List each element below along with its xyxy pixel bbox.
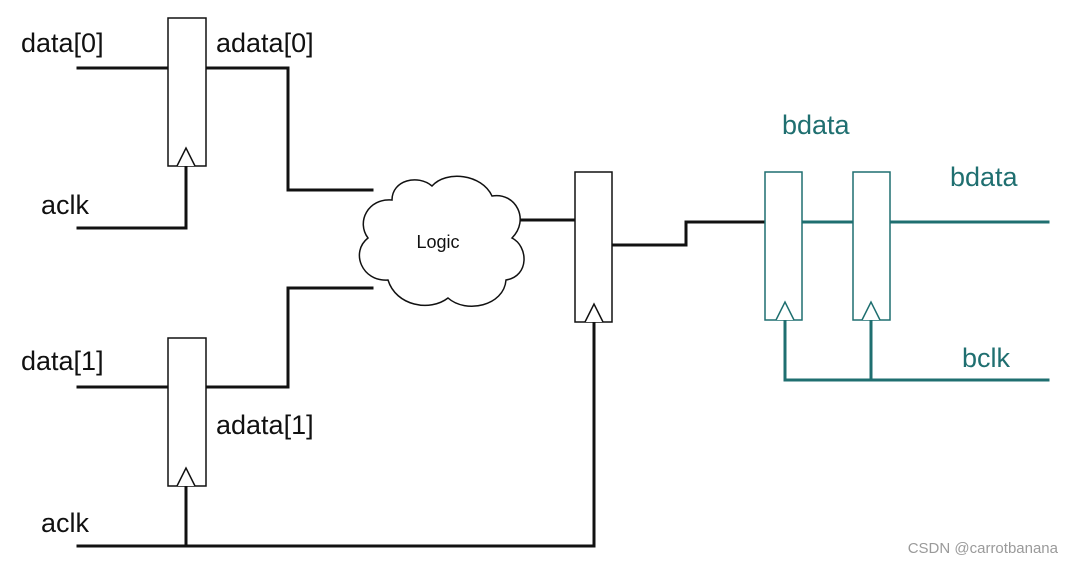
watermark-text: CSDN @carrotbanana: [908, 540, 1059, 557]
logic-cloud: Logic: [358, 175, 525, 307]
label-data1: data[1]: [21, 346, 104, 376]
wire-adata1: [204, 286, 374, 389]
wire-bclk: [783, 318, 1050, 382]
wire-aclk-bottom: [76, 320, 596, 548]
label-aclk-top: aclk: [41, 190, 90, 220]
label-bclk: bclk: [962, 343, 1011, 373]
register-sync-1: [764, 171, 803, 321]
register-middle: [574, 171, 613, 323]
wire-aclk-top: [76, 164, 188, 230]
label-aclk-bottom: aclk: [41, 508, 90, 538]
register-adata0: [167, 17, 207, 167]
label-bdata-top: bdata: [782, 110, 851, 140]
register-sync-2: [852, 171, 891, 321]
label-bdata-right: bdata: [950, 162, 1019, 192]
black-wires: [76, 66, 767, 548]
teal-wires: [783, 220, 1050, 382]
logic-label: Logic: [416, 232, 459, 252]
wire-cross-domain: [610, 220, 767, 247]
label-adata1: adata[1]: [216, 410, 314, 440]
label-adata0: adata[0]: [216, 28, 314, 58]
register-adata1: [167, 337, 207, 487]
label-data0: data[0]: [21, 28, 104, 58]
wire-adata0: [204, 66, 374, 192]
